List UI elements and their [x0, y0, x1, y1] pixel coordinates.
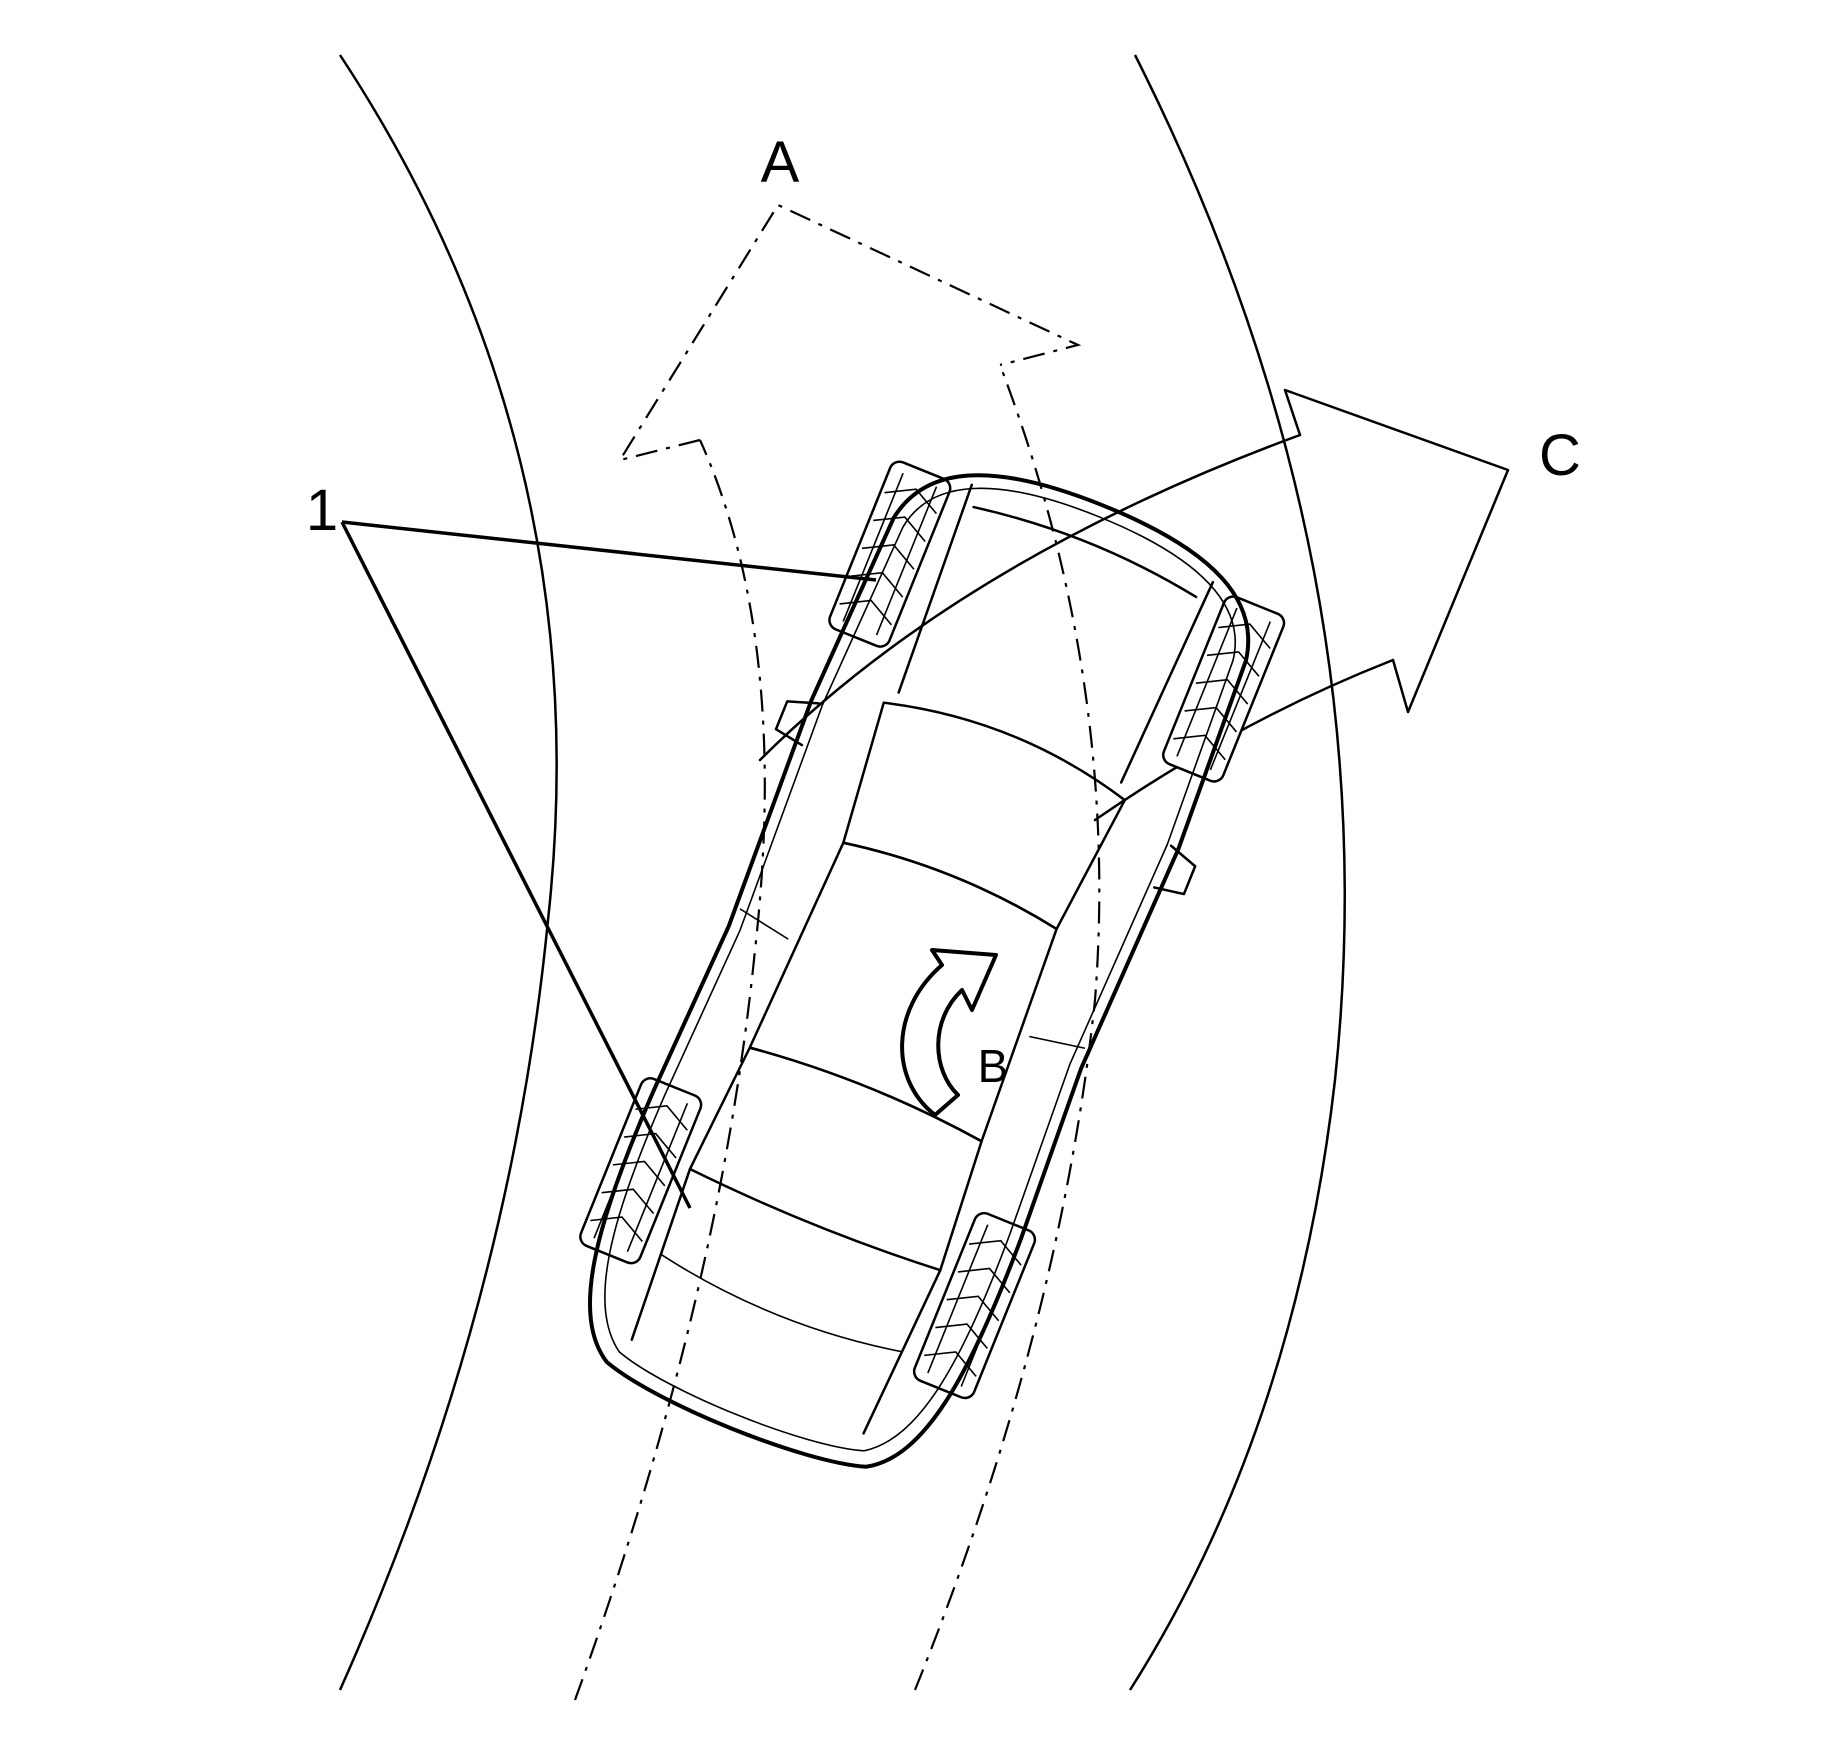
road-edge-inner [338, 54, 558, 1691]
path-a-left-line [573, 439, 766, 1701]
rear-left-tire [579, 1077, 703, 1265]
right-mirror [1152, 844, 1197, 896]
car-body-inner-outline [604, 487, 1237, 1452]
door-line-right [1029, 1035, 1086, 1050]
path-c-arrowhead [1283, 388, 1510, 714]
left-mirror [774, 700, 821, 747]
path-c-left-line [758, 433, 1302, 762]
hood-right-line [1119, 580, 1215, 784]
hood-front-line [972, 505, 1198, 599]
callout-1-leaders [340, 520, 877, 1209]
path-a-right-line [913, 364, 1101, 1691]
label-1: 1 [306, 478, 338, 543]
label-b: B [978, 1040, 1009, 1092]
car [579, 460, 1286, 1469]
windshield [842, 701, 1127, 931]
hood-left-line [897, 483, 974, 694]
trunk-crease [660, 1253, 903, 1353]
label-c: C [1539, 423, 1581, 488]
rear-right-tire [912, 1211, 1037, 1400]
road-edge-outer [1128, 54, 1347, 1691]
roof [748, 841, 1058, 1143]
door-line-left [739, 908, 789, 940]
rotation-arrow-b [900, 948, 998, 1117]
car-body-outline [587, 473, 1251, 1469]
path-a-arrowhead [617, 203, 1082, 462]
rear-window [688, 1046, 983, 1272]
label-a: A [761, 130, 800, 195]
path-a-arrow [573, 203, 1101, 1701]
